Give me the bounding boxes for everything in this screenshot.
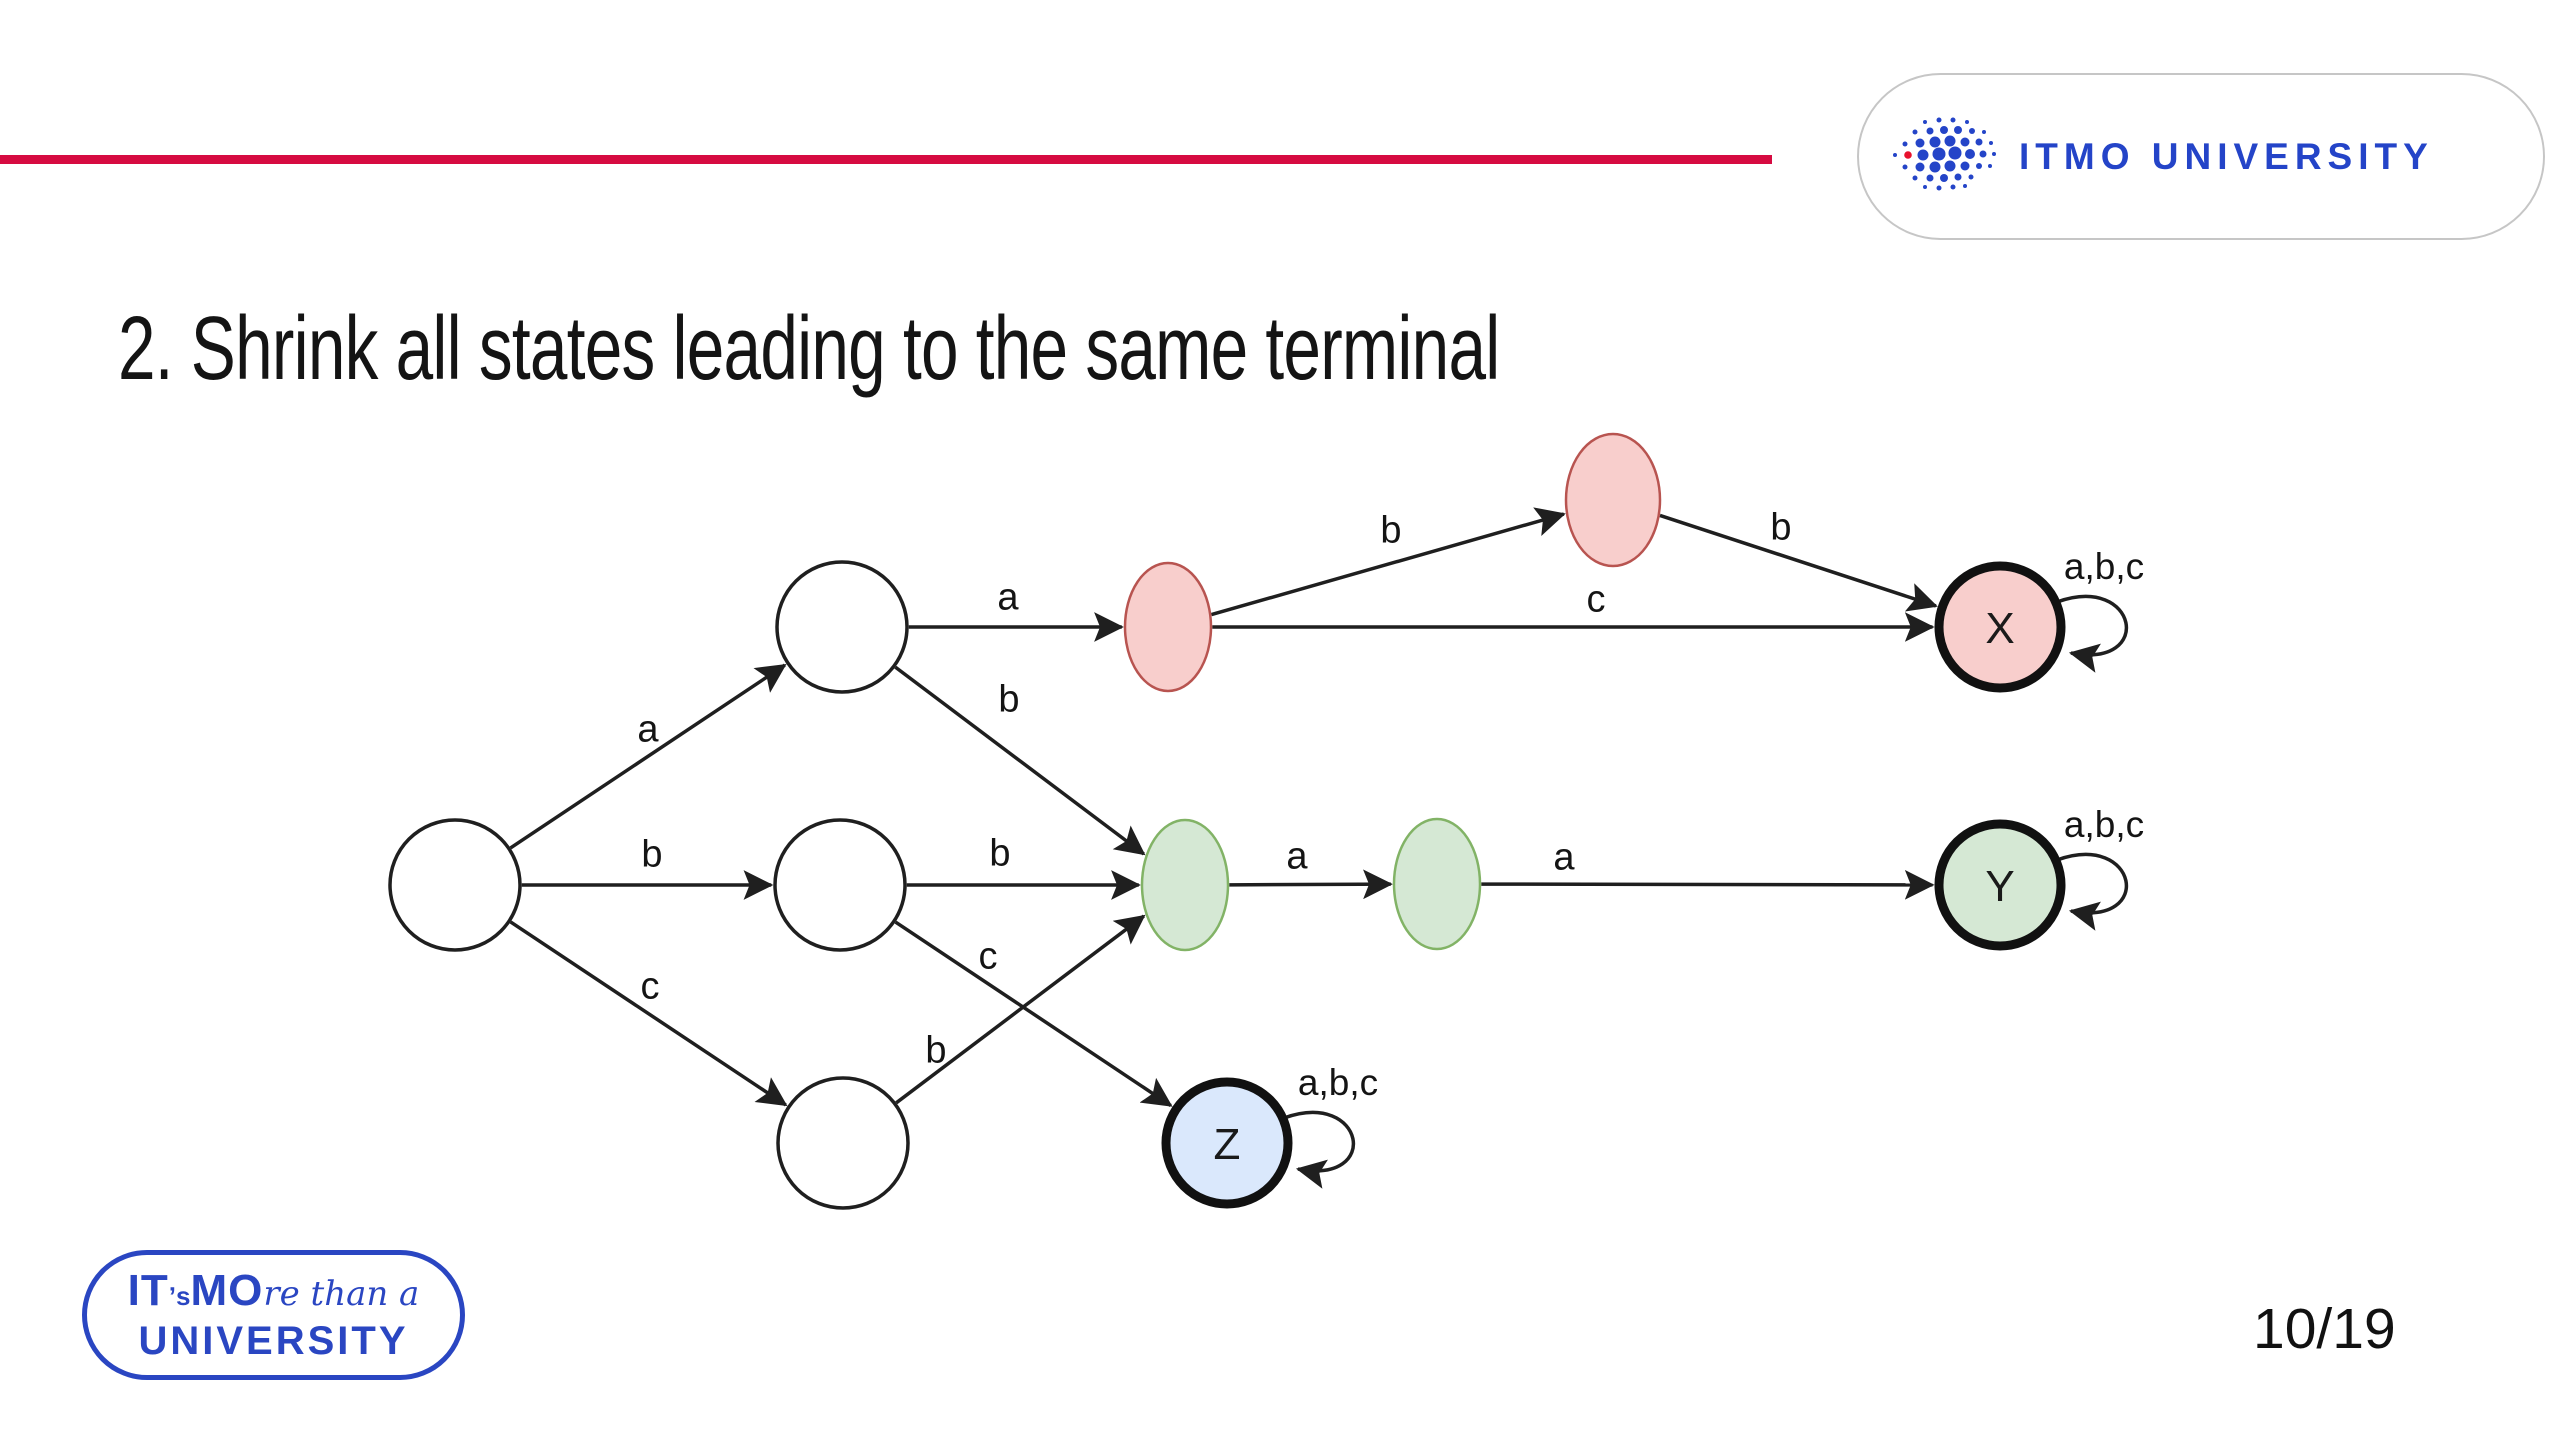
transition-label: c [1587, 578, 1606, 620]
state-bot [776, 1076, 910, 1210]
itmo-dots-icon [1893, 117, 1996, 191]
header-divider-line [0, 155, 1772, 164]
self-loop-X [2056, 594, 2129, 673]
transition-label: a [997, 576, 1019, 618]
transition-label: b [925, 1029, 946, 1071]
state-label-Z: Z [1214, 1120, 1241, 1169]
itmo-footer-script: re than a [263, 1274, 420, 1314]
terminal-state-Z [1161, 1077, 1293, 1209]
transition-label: a [637, 708, 659, 750]
transition-edge-q0-q1 [509, 663, 787, 850]
transition-label: c [979, 935, 998, 977]
transition-label: a [1286, 835, 1308, 877]
transition-label: b [1770, 506, 1791, 548]
transition-label: b [998, 678, 1019, 720]
state-pink-1 [1123, 561, 1213, 693]
state-mid [773, 818, 907, 952]
transition-edge-p2-X [1659, 513, 1938, 612]
state-pink-2 [1564, 432, 1662, 568]
itmo-footer-line1: ITʼsMOre than a [87, 1269, 460, 1318]
itmo-university-wordmark: ITMO UNIVERSITY [2019, 135, 2434, 177]
transition-edge-g1-g2 [1229, 869, 1393, 900]
page-number: 10/19 [2253, 1297, 2396, 1361]
transition-edge-g2-Y [1481, 869, 1935, 900]
self-loop-label: a,b,c [2064, 546, 2144, 587]
terminal-state-X [1934, 561, 2066, 693]
terminal-state-Y [1934, 819, 2066, 951]
itmo-footer-apostrophe-s: ʼs [168, 1281, 191, 1311]
transition-label: a [1553, 836, 1575, 878]
transition-edge-q1-g1 [894, 665, 1146, 856]
state-label-Y: Y [1985, 862, 2014, 911]
itmo-footer-it: IT [127, 1266, 169, 1315]
transition-label: b [1380, 509, 1401, 551]
itmo-footer-university: UNIVERSITY [138, 1319, 409, 1363]
state-green-2 [1392, 817, 1482, 951]
state-start [388, 818, 522, 952]
transition-label: b [989, 832, 1010, 874]
itmo-footer-logo-badge: ITʼsMOre than a UNIVERSITY [82, 1250, 465, 1380]
state-label-X: X [1985, 604, 2014, 653]
transition-edge-p1-p2 [1210, 507, 1566, 617]
itmo-university-logo-badge: ITMO UNIVERSITY [1857, 73, 2545, 240]
transition-label: c [641, 965, 660, 1007]
transition-edge-q0-q3 [509, 920, 788, 1107]
state-green-1 [1140, 818, 1230, 952]
transition-edge-q2-Z [894, 920, 1173, 1108]
self-loop-label: a,b,c [1298, 1062, 1378, 1103]
transition-edge-q3-g1 [895, 914, 1146, 1105]
self-loop-label: a,b,c [2064, 804, 2144, 845]
state-top [775, 560, 909, 694]
self-loop-Y [2056, 852, 2129, 931]
slide-title: 2. Shrink all states leading to the same… [118, 299, 1500, 399]
self-loop-Z [1283, 1110, 1356, 1189]
itmo-footer-mo: MO [190, 1266, 264, 1315]
transition-label: b [641, 833, 662, 875]
